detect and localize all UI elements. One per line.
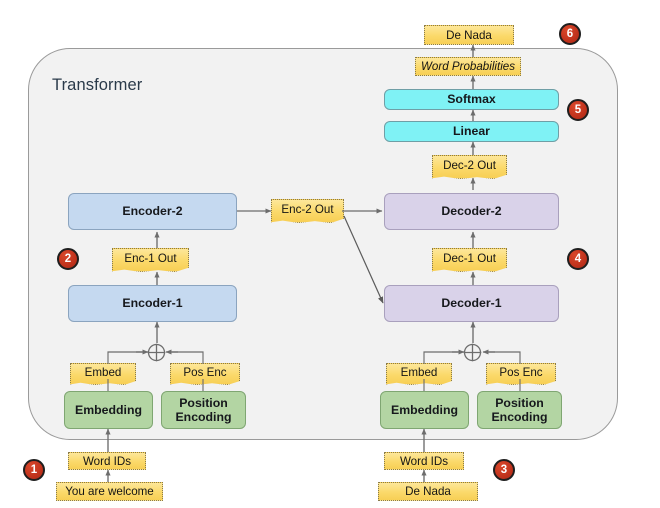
decoder-position-encoding-block[interactable]: Position Encoding [477, 391, 562, 429]
encoder-1-block[interactable]: Encoder-1 [68, 285, 237, 322]
encoder-pos-enc-tag[interactable]: Pos Enc [170, 363, 240, 385]
decoder-pos-enc-tag[interactable]: Pos Enc [486, 363, 556, 385]
output-sentence-tag[interactable]: De Nada [424, 25, 514, 45]
step-badge-2[interactable]: 2 [57, 248, 79, 270]
encoder-word-ids-tag[interactable]: Word IDs [68, 452, 146, 470]
enc-2-out-tag[interactable]: Enc-2 Out [271, 199, 344, 223]
decoder-2-block[interactable]: Decoder-2 [384, 193, 559, 230]
page-title: Transformer [52, 76, 143, 94]
encoder-2-block[interactable]: Encoder-2 [68, 193, 237, 230]
target-sentence-tag[interactable]: De Nada [378, 482, 478, 501]
decoder-1-block[interactable]: Decoder-1 [384, 285, 559, 322]
step-badge-6[interactable]: 6 [559, 23, 581, 45]
decoder-embedding-block[interactable]: Embedding [380, 391, 469, 429]
word-probabilities-tag[interactable]: Word Probabilities [415, 57, 521, 76]
softmax-block[interactable]: Softmax [384, 89, 559, 110]
encoder-position-encoding-block[interactable]: Position Encoding [161, 391, 246, 429]
dec-1-out-tag[interactable]: Dec-1 Out [432, 248, 507, 272]
add-operator-icon-decoder [463, 343, 482, 362]
dec-2-out-tag[interactable]: Dec-2 Out [432, 155, 507, 179]
step-badge-4[interactable]: 4 [567, 248, 589, 270]
step-badge-3[interactable]: 3 [493, 459, 515, 481]
enc-1-out-tag[interactable]: Enc-1 Out [112, 248, 189, 272]
source-sentence-tag[interactable]: You are welcome [56, 482, 163, 501]
decoder-word-ids-tag[interactable]: Word IDs [384, 452, 464, 470]
step-badge-1[interactable]: 1 [23, 459, 45, 481]
encoder-embed-tag[interactable]: Embed [70, 363, 136, 385]
add-operator-icon-encoder [147, 343, 166, 362]
encoder-embedding-block[interactable]: Embedding [64, 391, 153, 429]
linear-block[interactable]: Linear [384, 121, 559, 142]
decoder-embed-tag[interactable]: Embed [386, 363, 452, 385]
step-badge-5[interactable]: 5 [567, 99, 589, 121]
